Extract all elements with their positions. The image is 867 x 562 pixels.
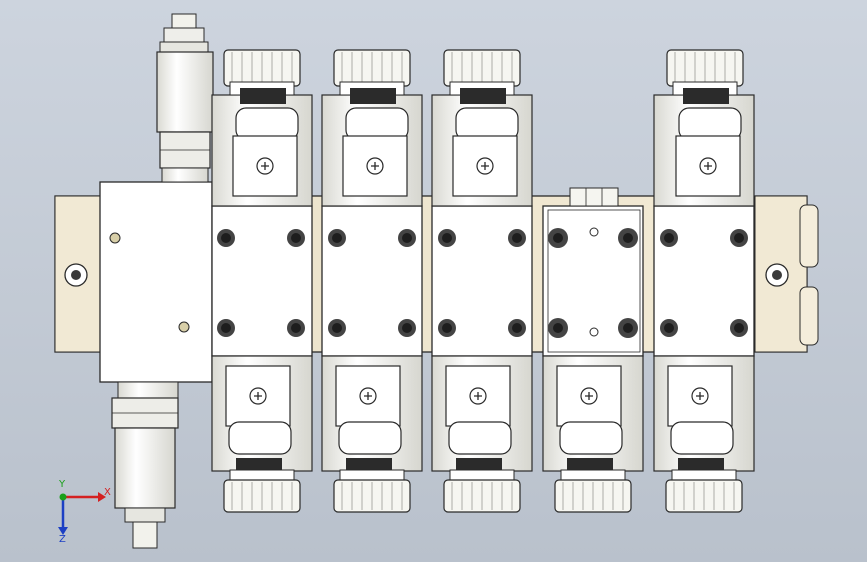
terminal-screw-icon	[249, 387, 267, 405]
coordinate-triad-icon	[58, 492, 106, 535]
terminal-screw-icon	[256, 157, 274, 175]
bolt-icon	[217, 229, 235, 247]
bolt-icon	[217, 319, 235, 337]
solenoid-top-5[interactable]	[653, 49, 755, 207]
triad-x-label: X	[104, 487, 111, 498]
bolt-icon	[548, 318, 568, 338]
solenoid-top-2[interactable]	[321, 49, 423, 207]
triad-origin	[59, 493, 67, 501]
triad-x-arrow	[98, 492, 106, 502]
relief-cartridge-bottom[interactable]	[111, 381, 179, 549]
bolt-icon	[438, 229, 456, 247]
bolt-icon	[328, 229, 346, 247]
bolt-icon	[287, 319, 305, 337]
bolt-icon	[508, 229, 526, 247]
terminal-screw-icon	[366, 157, 384, 175]
bolt-icon	[618, 228, 638, 248]
terminal-screw-icon	[359, 387, 377, 405]
bolt-icon	[328, 319, 346, 337]
bolt-icon	[287, 229, 305, 247]
bolt-icon	[398, 229, 416, 247]
bolt-icon	[730, 229, 748, 247]
bolt-icon	[660, 229, 678, 247]
solenoid-bottom-1[interactable]	[211, 355, 313, 513]
top-solenoids	[211, 49, 755, 207]
bolt-icon	[730, 319, 748, 337]
terminal-screw-icon	[476, 157, 494, 175]
relief-cartridge-top[interactable]	[156, 13, 214, 183]
valve-4-top-plug	[569, 187, 619, 207]
bolt-icon	[660, 319, 678, 337]
bolt-icon	[508, 319, 526, 337]
relief-valve-block[interactable]	[99, 181, 213, 383]
solenoid-bottom-5[interactable]	[653, 355, 755, 513]
bolt-icon	[438, 319, 456, 337]
solenoid-bottom-2[interactable]	[321, 355, 423, 513]
manifold-port-left	[64, 263, 88, 287]
triad-z-arrow	[58, 527, 68, 535]
mounting-bolts	[217, 228, 748, 338]
bolt-icon	[398, 319, 416, 337]
solenoid-top-1[interactable]	[211, 49, 313, 207]
triad-y-label: Y	[59, 479, 66, 490]
triad-z-label: Z	[59, 534, 66, 545]
solenoid-bottom-3[interactable]	[431, 355, 533, 513]
bolt-icon	[618, 318, 638, 338]
bolt-icon	[548, 228, 568, 248]
terminal-screw-icon	[691, 387, 709, 405]
manifold-port-right	[765, 263, 789, 287]
terminal-screw-icon	[699, 157, 717, 175]
solenoid-top-3[interactable]	[431, 49, 533, 207]
terminal-screw-icon	[469, 387, 487, 405]
terminal-screw-icon	[580, 387, 598, 405]
bottom-solenoids	[211, 355, 755, 513]
solenoid-bottom-4[interactable]	[542, 355, 644, 513]
